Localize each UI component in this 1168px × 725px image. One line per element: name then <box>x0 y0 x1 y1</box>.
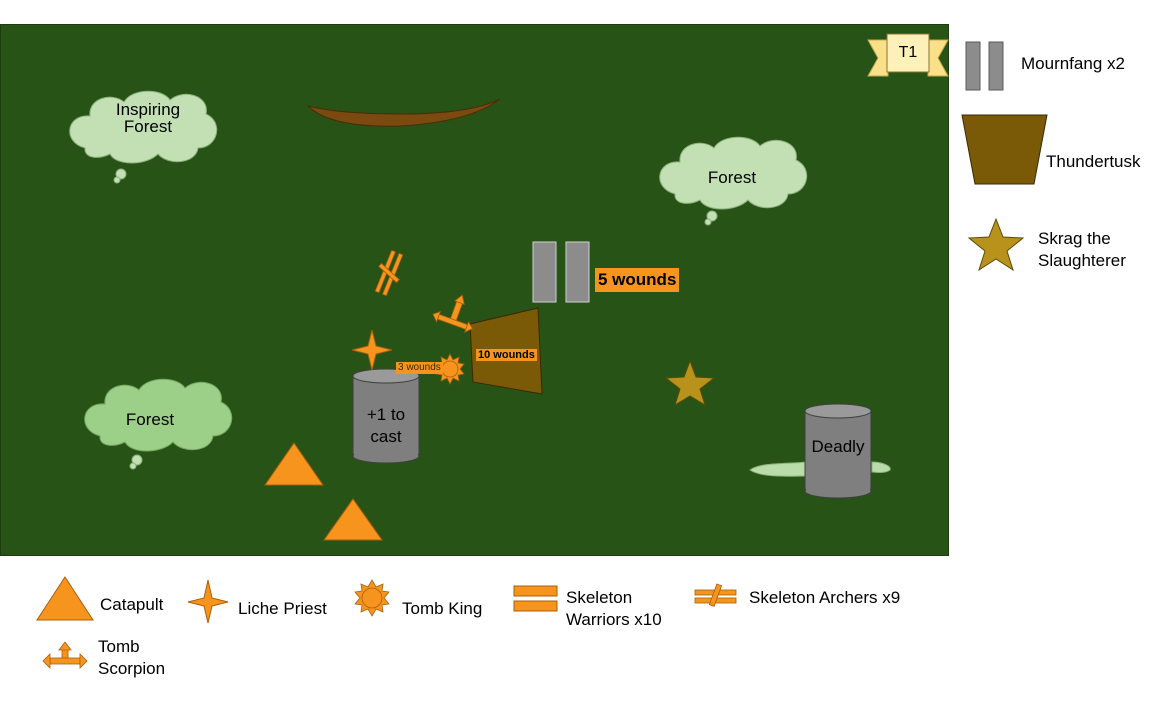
tower-deadly-terrain <box>804 403 872 499</box>
skrag-unit <box>664 359 716 407</box>
crossed-bar-icon <box>694 583 737 607</box>
legend-skrag-label: Skrag the Slaughterer <box>1038 229 1126 270</box>
double-bar-icon <box>513 585 558 612</box>
tower-cast-label: +1 to cast <box>366 405 406 446</box>
skeleton-archers-unit <box>374 249 404 297</box>
legend-tomb-scorpion-label: Tomb Scorpion <box>98 637 166 678</box>
tower-deadly-label: Deadly <box>811 437 865 456</box>
thundertusk-wounds-label: 10 wounds <box>476 349 537 361</box>
catapult-unit <box>264 442 324 486</box>
river-terrain <box>306 98 501 127</box>
legend-mournfang-label: Mournfang x2 <box>1021 54 1125 73</box>
arrow-cross-icon <box>42 641 88 669</box>
tower-cast-terrain <box>352 368 420 464</box>
legend-skeleton-archers-label: Skeleton Archers x9 <box>749 588 901 607</box>
turn-marker-banner <box>867 33 949 77</box>
mournfang-icon <box>965 41 1004 91</box>
legend-thundertusk-label: Thundertusk <box>1046 152 1141 171</box>
star-icon <box>967 217 1025 272</box>
forest-bottom-left-terrain <box>84 378 233 470</box>
legend-skeleton-warriors-label: Skeleton Warriors x10 <box>566 588 662 629</box>
sun-icon <box>354 579 390 617</box>
inspiring-forest-label: Inspiring Forest <box>115 100 181 136</box>
four-point-star-icon <box>187 579 229 624</box>
legend-liche-priest-label: Liche Priest <box>238 599 327 618</box>
mournfang-wounds-label: 5 wounds <box>595 268 680 292</box>
inspiring-forest-terrain <box>69 90 218 184</box>
triangle-icon <box>36 576 94 621</box>
turn-marker-label: T1 <box>898 44 918 61</box>
tomb-king-wounds-label: 3 wounds <box>396 362 443 374</box>
forest-bottom-left-label: Forest <box>125 410 175 429</box>
catapult-unit <box>323 498 383 541</box>
legend-tomb-king-label: Tomb King <box>402 599 483 618</box>
forest-top-right-terrain <box>659 136 808 226</box>
legend-catapult-label: Catapult <box>100 595 164 614</box>
tomb-scorpion-unit <box>432 294 473 333</box>
liche-priest-unit <box>351 329 393 371</box>
mournfang-unit <box>532 241 590 303</box>
forest-top-right-label: Forest <box>707 168 757 187</box>
tomb-king-unit <box>435 353 465 385</box>
thundertusk-icon <box>961 114 1048 185</box>
